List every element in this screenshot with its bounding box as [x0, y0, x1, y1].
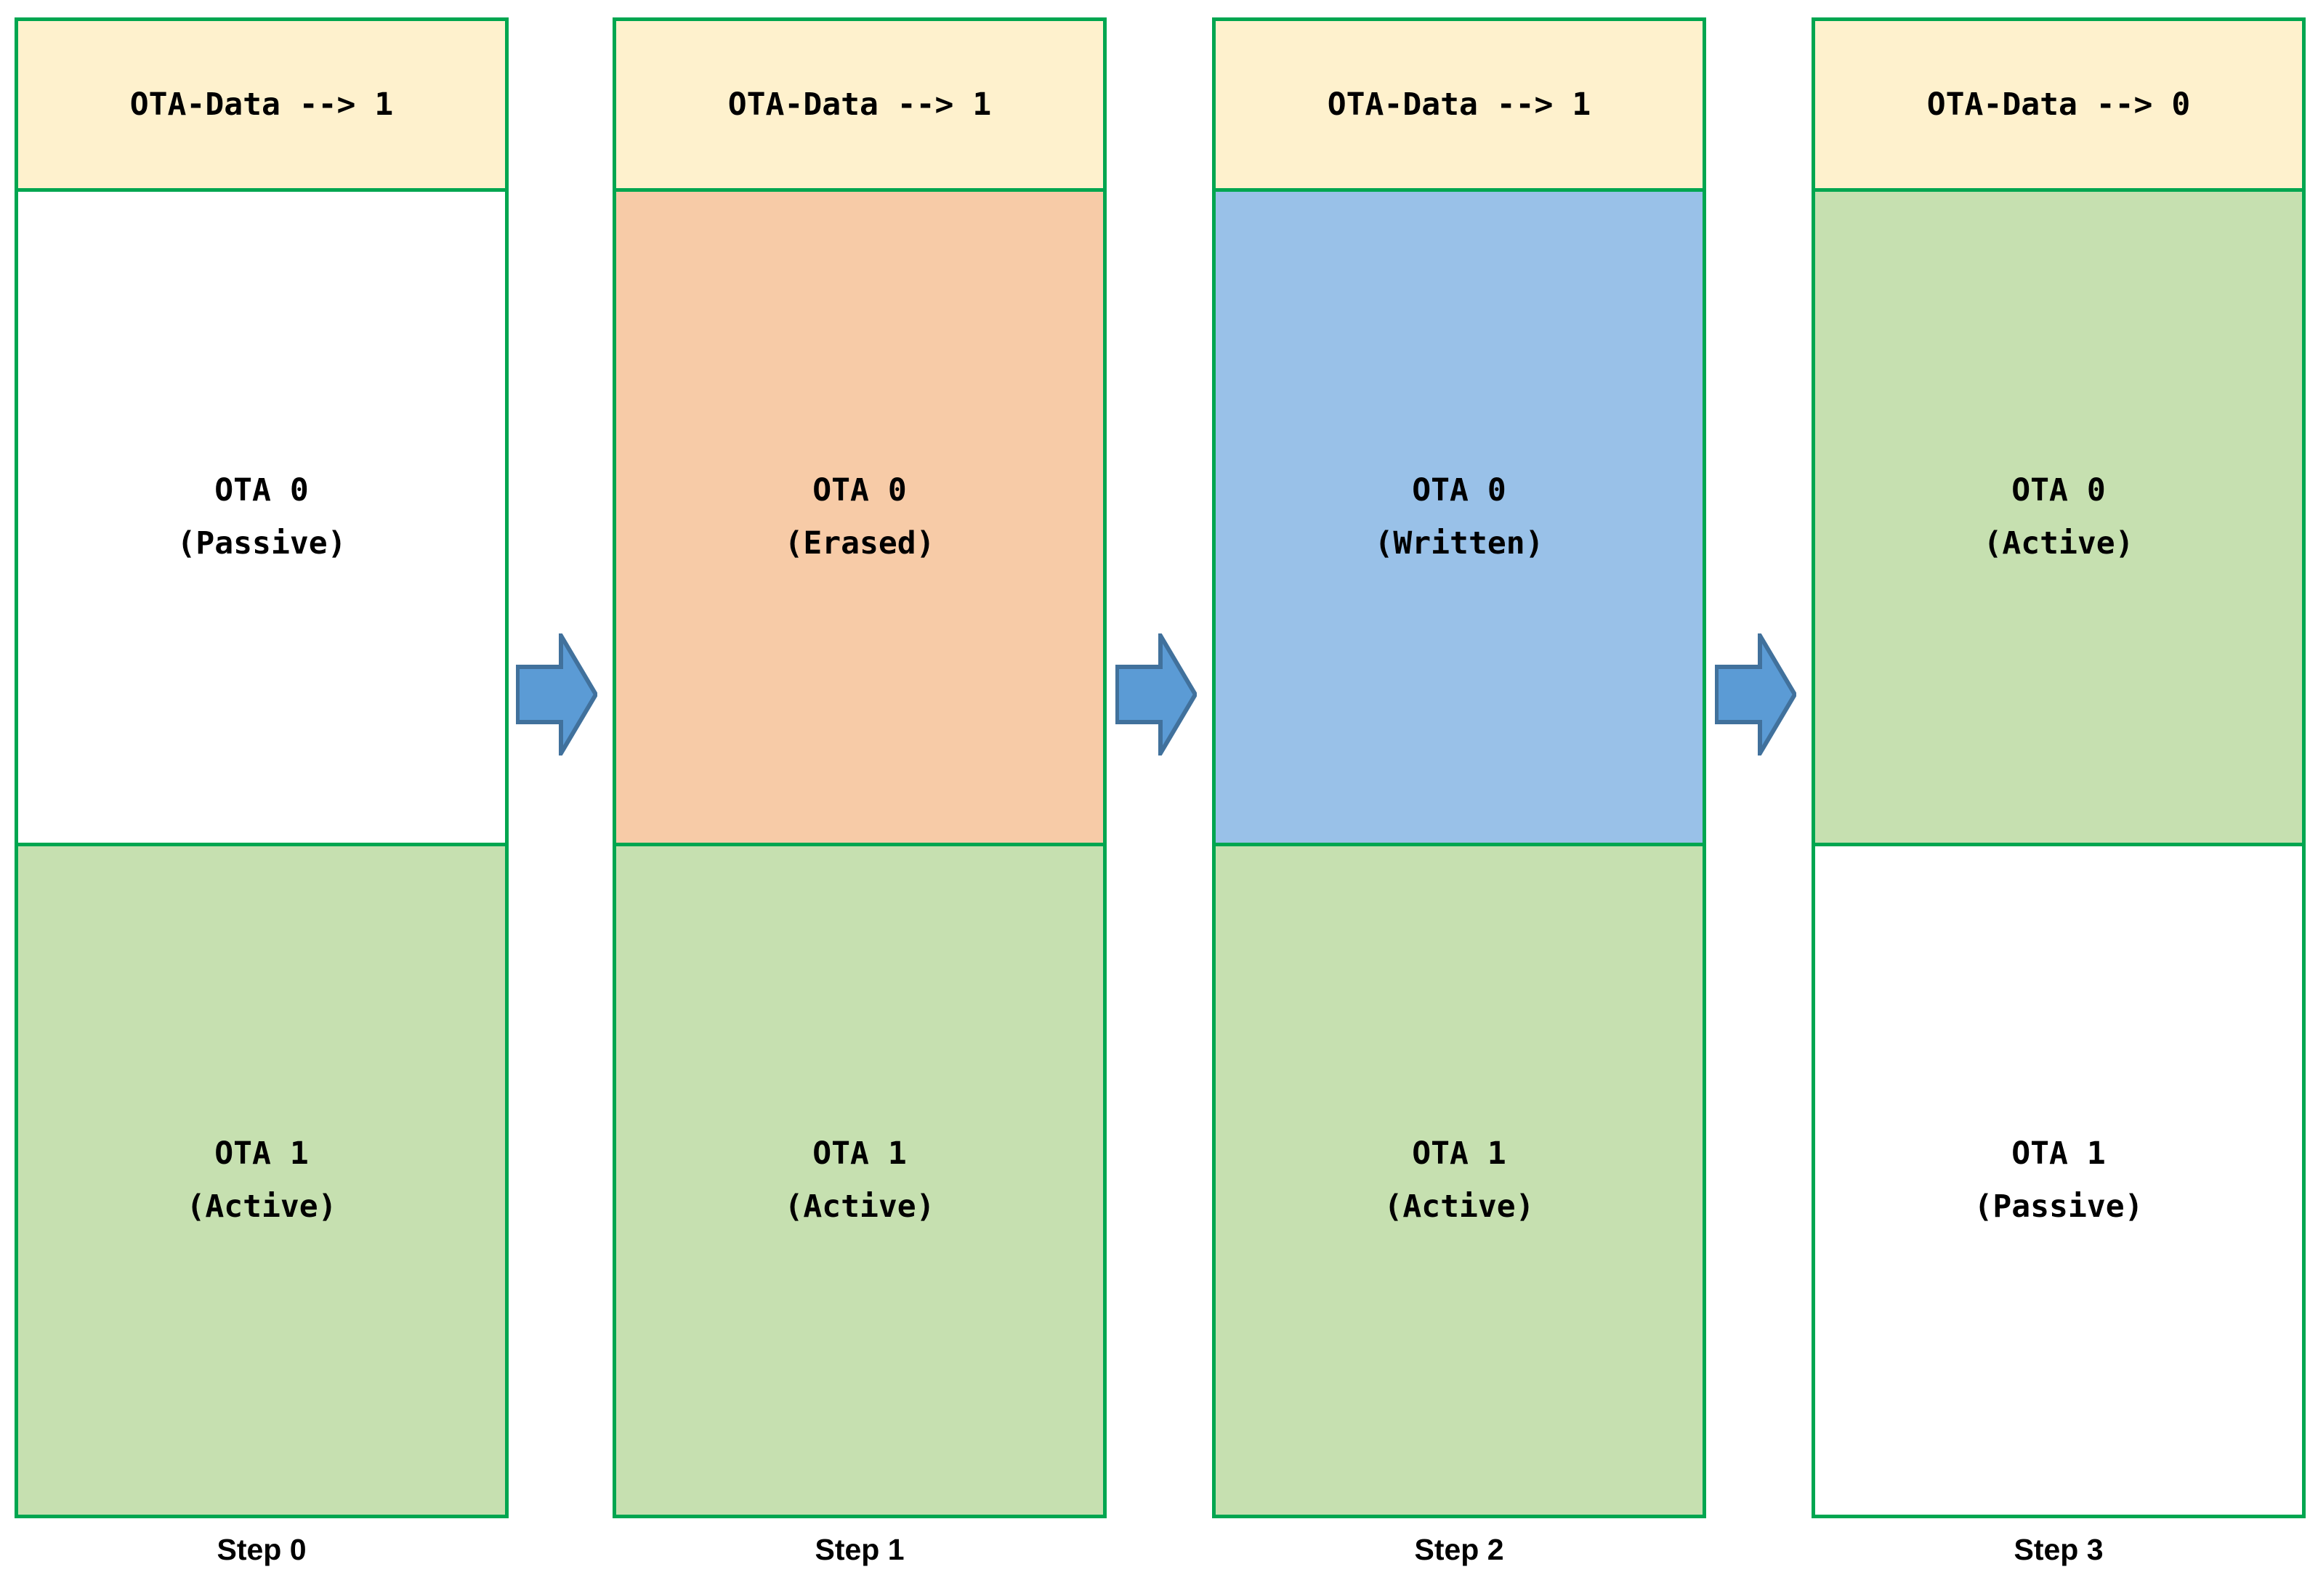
right-arrow-icon-2: [1714, 628, 1798, 761]
ota-slot-0-state-0: (Passive): [177, 525, 347, 562]
ota-slot-0-state-1: (Erased): [784, 525, 935, 562]
ota-slot-0-partition-0: OTA 0 (Passive): [15, 192, 509, 846]
ota-data-header-text-1: OTA-Data --> 1: [727, 86, 992, 123]
step-column-2: OTA-Data --> 1 OTA 0 (Written) OTA 1 (Ac…: [1212, 17, 1706, 1518]
ota-slot-0-name-3: OTA 0: [2011, 472, 2106, 509]
right-arrow-icon-1: [1115, 628, 1198, 761]
ota-slot-1-partition-3: OTA 1 (Passive): [1812, 846, 2306, 1518]
ota-slot-0-partition-3: OTA 0 (Active): [1812, 192, 2306, 846]
ota-slot-0-state-3: (Active): [1983, 525, 2134, 562]
step-caption-0: Step 0: [217, 1533, 307, 1566]
ota-slot-1-state-1: (Active): [784, 1188, 935, 1225]
step-column-1: OTA-Data --> 1 OTA 0 (Erased) OTA 1 (Act…: [613, 17, 1107, 1518]
ota-data-header-text-3: OTA-Data --> 0: [1926, 86, 2191, 123]
ota-slot-1-name-2: OTA 1: [1412, 1135, 1506, 1172]
ota-slot-0-name-2: OTA 0: [1412, 472, 1506, 509]
step-column-3: OTA-Data --> 0 OTA 0 (Active) OTA 1 (Pas…: [1812, 17, 2306, 1518]
step-caption-2: Step 2: [1414, 1533, 1504, 1566]
ota-slot-1-name-3: OTA 1: [2011, 1135, 2106, 1172]
ota-data-header-text-0: OTA-Data --> 1: [129, 86, 394, 123]
ota-slot-1-state-3: (Passive): [1974, 1188, 2144, 1225]
ota-slot-0-partition-1: OTA 0 (Erased): [613, 192, 1107, 846]
ota-slot-0-name-1: OTA 0: [812, 472, 907, 509]
ota-slot-0-name-0: OTA 0: [214, 472, 309, 509]
ota-data-header-0: OTA-Data --> 1: [15, 17, 509, 192]
ota-data-header-3: OTA-Data --> 0: [1812, 17, 2306, 192]
step-caption-3: Step 3: [2014, 1533, 2104, 1566]
ota-slot-1-state-2: (Active): [1384, 1188, 1535, 1225]
right-arrow-icon-0: [515, 628, 599, 761]
ota-slot-1-state-0: (Active): [186, 1188, 337, 1225]
ota-data-header-2: OTA-Data --> 1: [1212, 17, 1706, 192]
ota-slot-0-state-2: (Written): [1374, 525, 1544, 562]
ota-slot-1-partition-2: OTA 1 (Active): [1212, 846, 1706, 1518]
ota-slot-1-name-0: OTA 1: [214, 1135, 309, 1172]
ota-data-header-1: OTA-Data --> 1: [613, 17, 1107, 192]
step-caption-1: Step 1: [815, 1533, 905, 1566]
ota-slot-0-partition-2: OTA 0 (Written): [1212, 192, 1706, 846]
ota-slot-1-partition-0: OTA 1 (Active): [15, 846, 509, 1518]
step-column-0: OTA-Data --> 1 OTA 0 (Passive) OTA 1 (Ac…: [15, 17, 509, 1518]
ota-data-header-text-2: OTA-Data --> 1: [1327, 86, 1591, 123]
ota-slot-1-name-1: OTA 1: [812, 1135, 907, 1172]
ota-slot-1-partition-1: OTA 1 (Active): [613, 846, 1107, 1518]
